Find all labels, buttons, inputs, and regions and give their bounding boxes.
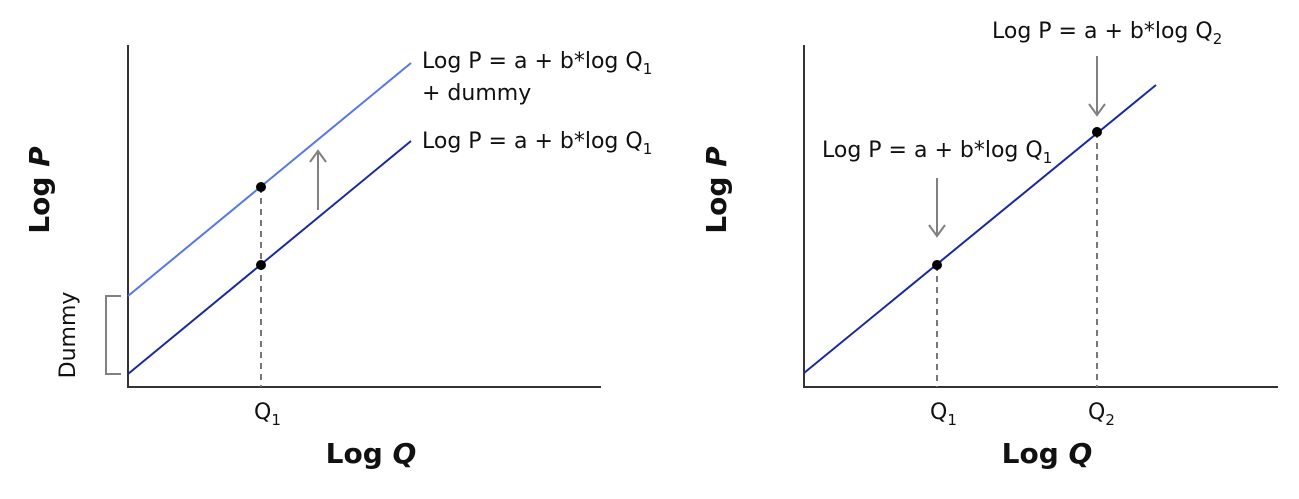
left-x-axis-title: Log Q <box>326 437 417 470</box>
dummy-label: Dummy <box>56 292 81 379</box>
left-panel: Dummy Log P = a + b*log Q1 + dummy Log P… <box>23 45 652 470</box>
right-q1-tick-label: Q1 <box>930 400 957 429</box>
right-point-2 <box>1092 127 1102 137</box>
right-point-1 <box>932 260 942 270</box>
left-q1-tick-label: Q1 <box>254 400 281 429</box>
shift-arrow-head <box>309 149 327 163</box>
lower-point <box>256 260 266 270</box>
lower-line-label: Log P = a + b*log Q1 <box>422 129 652 158</box>
left-y-axis-title: Log P <box>23 146 56 234</box>
upper-regression-line <box>127 62 412 297</box>
upper-line-label-second: + dummy <box>422 81 531 106</box>
right-regression-line <box>803 84 1157 374</box>
right-q2-tick-label: Q2 <box>1088 400 1115 429</box>
point1-label: Log P = a + b*log Q1 <box>822 138 1052 167</box>
right-x-axis-title: Log Q <box>1002 437 1093 470</box>
upper-line-label: Log P = a + b*log Q1 <box>422 49 652 78</box>
lower-regression-line <box>127 140 412 375</box>
right-y-axis-title: Log P <box>700 146 733 234</box>
dummy-bracket <box>105 295 121 375</box>
point1-arrow-head <box>928 224 946 238</box>
upper-point <box>256 182 266 192</box>
upper-line-label-text: Log P = a + b*log Q <box>422 49 643 74</box>
point2-arrow-head <box>1088 103 1106 117</box>
right-panel: Log P = a + b*log Q1 Log P = a + b*log Q… <box>700 19 1278 470</box>
point2-label: Log P = a + b*log Q2 <box>992 19 1222 48</box>
